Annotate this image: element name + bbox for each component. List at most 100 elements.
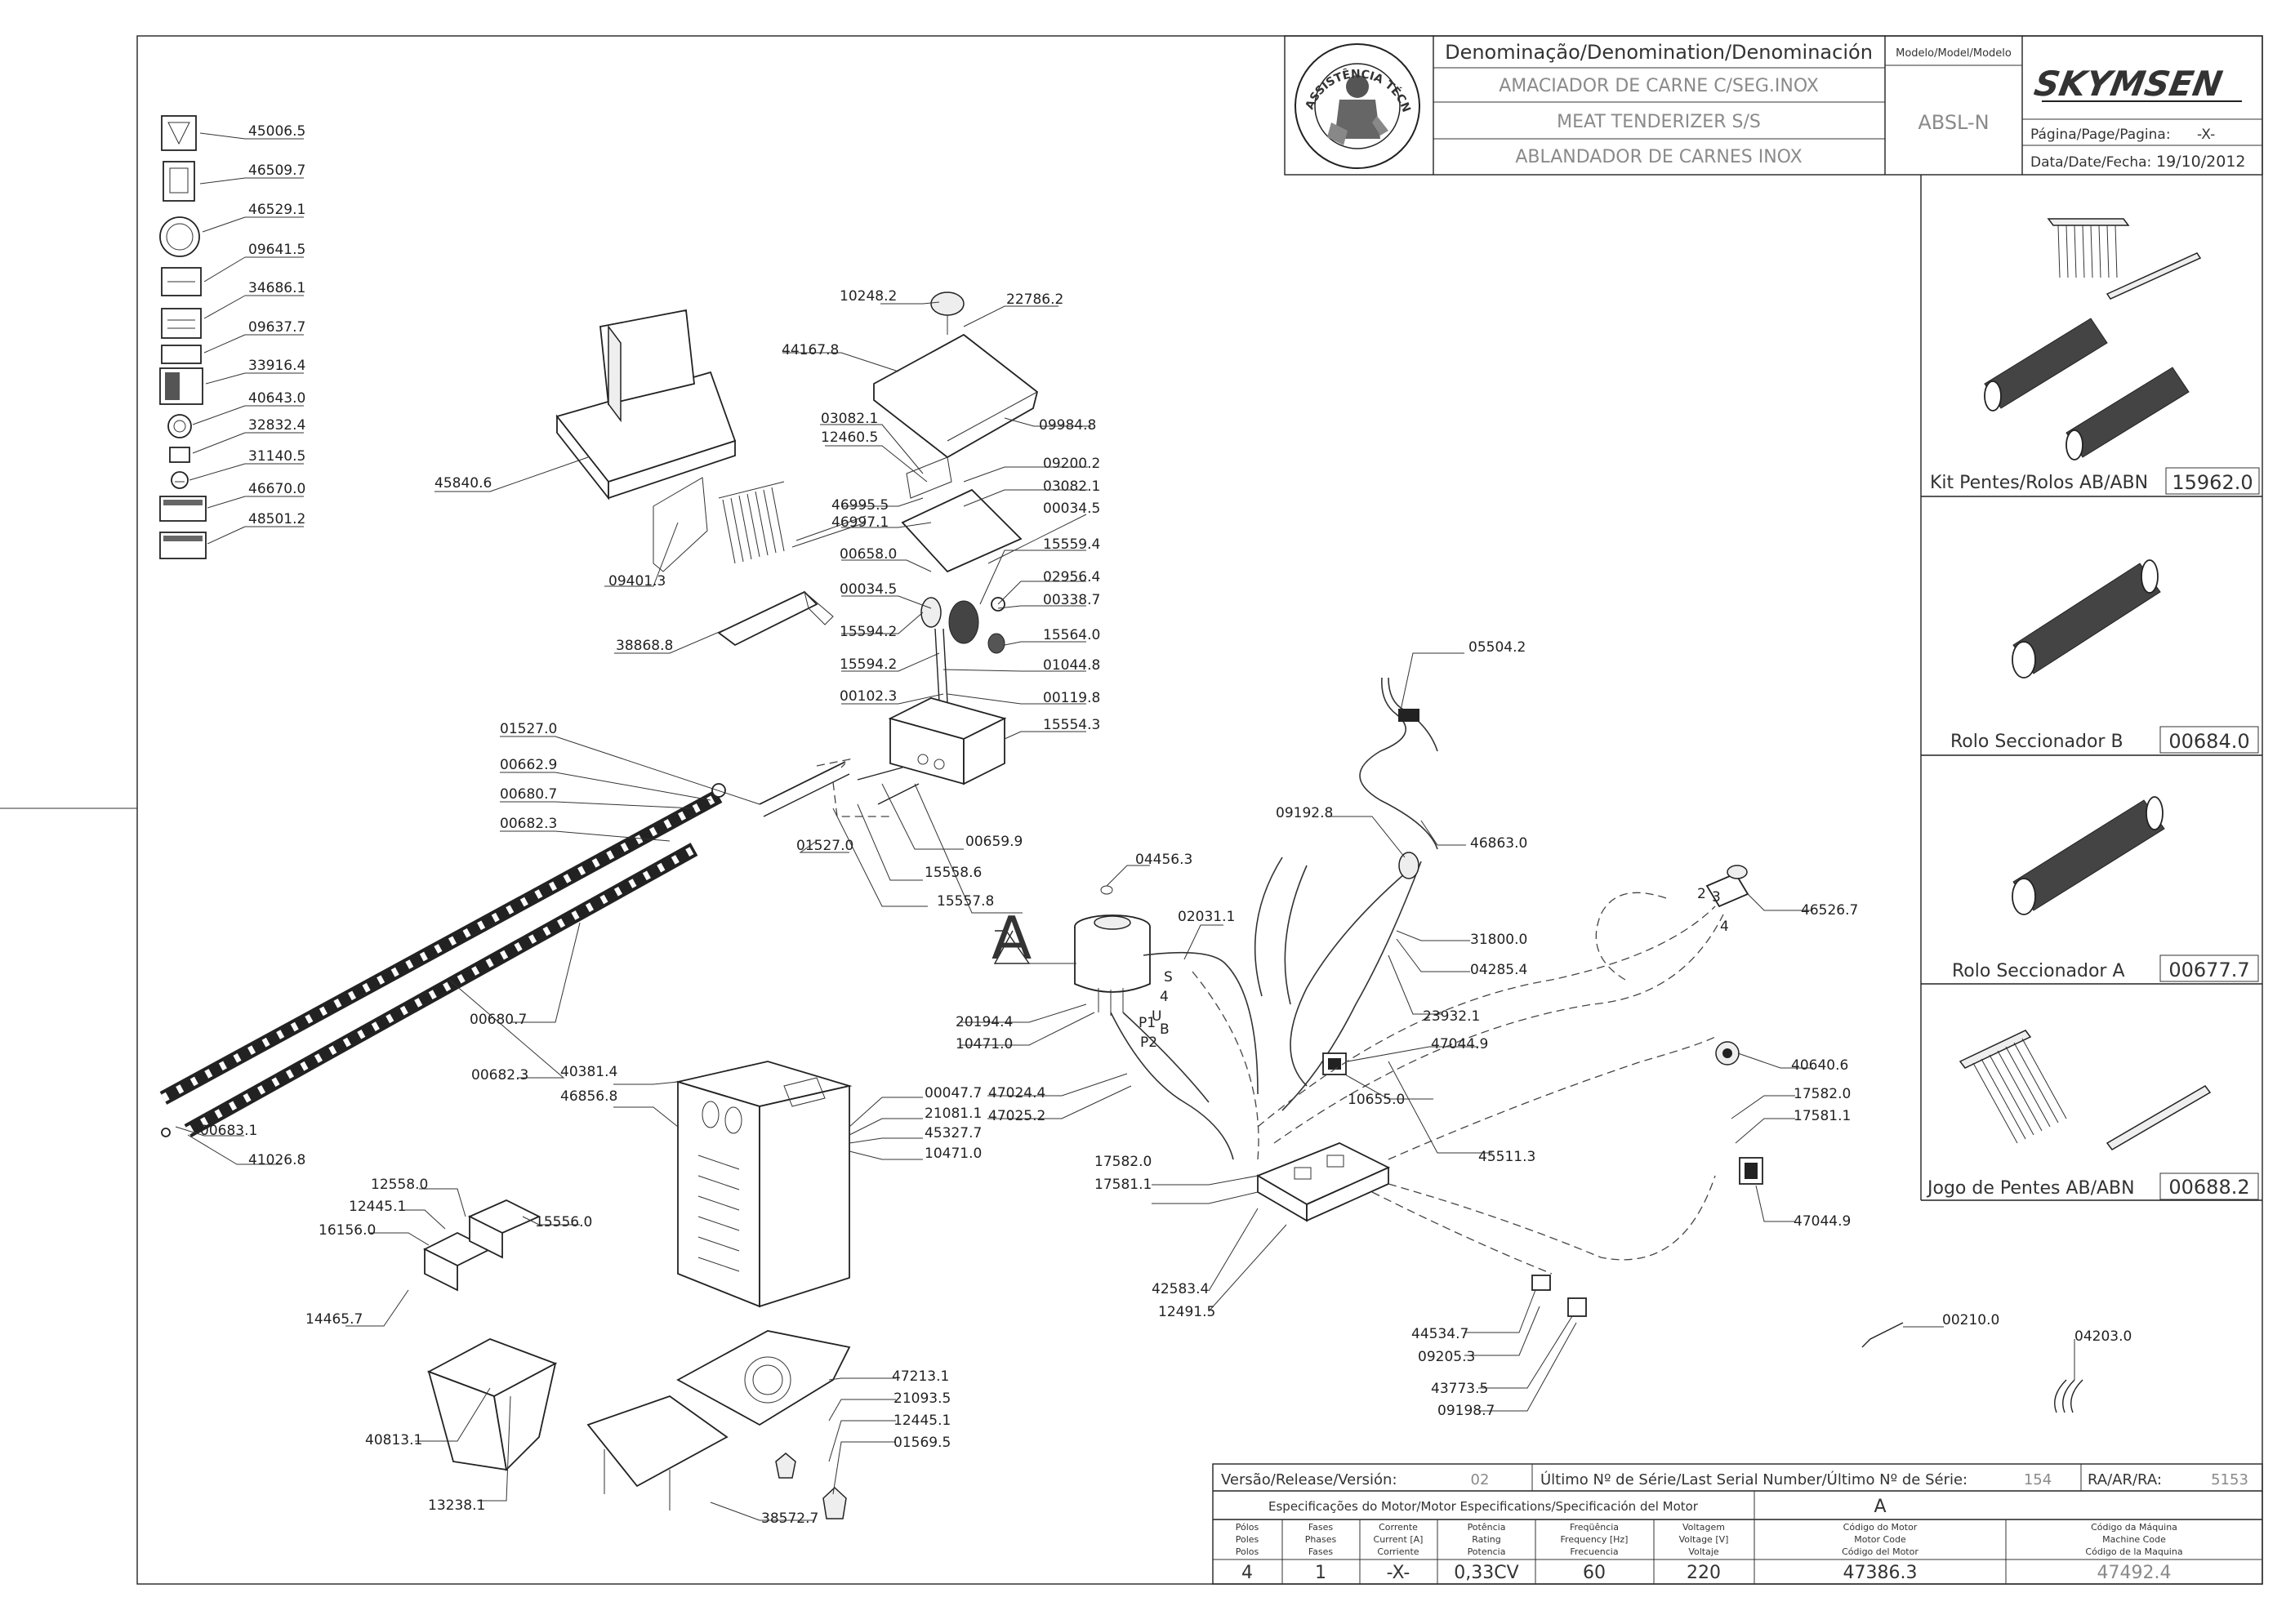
part-number-labels: 10248.2 22786.2 44167.8 09984.8 03082.1 … (200, 288, 2132, 1527)
label-stickers (159, 115, 304, 559)
part-number: 00683.1 (200, 1123, 257, 1139)
part-number: 03082.1 (821, 411, 878, 427)
col-motor-code: Código del Motor (1842, 1546, 1918, 1557)
kit-4-label: Jogo de Pentes AB/ABN (1926, 1178, 2135, 1199)
wire-mark-p1: P1 (1139, 1015, 1156, 1031)
part-number: 00034.5 (1043, 501, 1100, 517)
part-number: 12558.0 (371, 1177, 428, 1193)
roller-a-icon (2012, 796, 2165, 915)
col-voltage: Voltage [V] (1679, 1534, 1729, 1545)
part-number: 12460.5 (821, 429, 878, 446)
value-frequency: 60 (1583, 1563, 1606, 1583)
col-voltage: Voltaje (1688, 1546, 1719, 1557)
part-number: 00034.5 (840, 581, 897, 598)
wire-mark-u: U (1152, 1008, 1161, 1025)
kit-3-code: 00677.7 (2168, 959, 2249, 981)
part-number: 46995.5 (831, 497, 889, 514)
label-code: 09637.7 (248, 319, 305, 336)
kit-4-code: 00688.2 (2168, 1176, 2249, 1199)
part-number: 44167.8 (782, 342, 839, 358)
product-name-es: ABLANDADOR DE CARNES INOX (1515, 147, 1802, 167)
part-number: 15564.0 (1043, 627, 1100, 643)
version-value: 02 (1471, 1471, 1490, 1488)
part-number: 43773.5 (1431, 1381, 1488, 1397)
kit-comb-rollers-icon (1984, 218, 2202, 461)
part-number: 09192.8 (1276, 805, 1333, 821)
label-code: 31140.5 (248, 448, 305, 465)
part-number: 46997.1 (831, 514, 889, 531)
label-code: 40643.0 (248, 390, 305, 407)
wire-mark-b: B (1160, 1021, 1170, 1038)
kit-panels: Kit Pentes/Rolos AB/ABN 15962.0 Rolo Sec… (1920, 175, 2262, 1201)
label-code: 46509.7 (248, 162, 305, 179)
denomination-header: Denominação/Denomination/Denominación (1445, 41, 1873, 64)
col-voltage: Voltagem (1682, 1522, 1725, 1533)
col-motor-code: Motor Code (1854, 1534, 1906, 1545)
part-number: 01527.0 (796, 838, 853, 854)
part-number: 20194.4 (956, 1014, 1013, 1030)
product-name-en: MEAT TENDERIZER S/S (1557, 112, 1761, 132)
col-current: Corrente (1379, 1522, 1418, 1533)
col-phases: Phases (1305, 1534, 1337, 1545)
part-number: 40640.6 (1791, 1057, 1848, 1074)
part-number: 22786.2 (1006, 291, 1063, 308)
col-power: Potência (1468, 1522, 1506, 1533)
col-machine-code: Código da Máquina (2091, 1522, 2177, 1533)
part-number: 15558.6 (925, 865, 982, 881)
col-frequency: Freqüência (1570, 1522, 1619, 1533)
part-number: 00659.9 (965, 834, 1023, 850)
brand-logo: SKYMSEN (2031, 64, 2242, 104)
part-number: 05504.2 (1468, 639, 1526, 656)
part-number: 21081.1 (925, 1106, 982, 1122)
part-number: 23932.1 (1423, 1008, 1480, 1025)
value-power: 0,33CV (1454, 1563, 1518, 1583)
part-number: 38572.7 (761, 1511, 818, 1527)
label-code: 32832.4 (248, 417, 305, 434)
part-number: 40381.4 (560, 1064, 617, 1080)
part-number: 03082.1 (1043, 478, 1100, 495)
part-number: 00210.0 (1942, 1312, 1999, 1328)
page-value: -X- (2197, 127, 2215, 143)
part-number: 40813.1 (365, 1432, 422, 1448)
part-number: 00680.7 (470, 1012, 527, 1028)
part-number: 42583.4 (1152, 1281, 1209, 1297)
part-number: 00662.9 (500, 757, 557, 773)
part-number: 47024.4 (988, 1085, 1045, 1101)
col-motor-code: Código do Motor (1843, 1522, 1918, 1533)
part-number: 10248.2 (840, 288, 897, 305)
part-number: 00680.7 (500, 786, 557, 803)
part-number: 41026.8 (248, 1152, 305, 1168)
part-number: 12491.5 (1158, 1304, 1215, 1320)
col-power: Rating (1472, 1534, 1500, 1545)
part-number: 13238.1 (428, 1497, 485, 1514)
label-code: 46670.0 (248, 481, 305, 497)
part-number: 04285.4 (1470, 962, 1527, 978)
kit-2-label: Rolo Seccionador B (1950, 732, 2123, 752)
part-number: 15557.8 (937, 893, 994, 910)
col-poles: Pólos (1236, 1522, 1259, 1533)
part-number: 09200.2 (1043, 456, 1100, 472)
part-number: 12445.1 (893, 1413, 951, 1429)
part-number: 15594.2 (840, 656, 897, 673)
motor-spec-header: Especificações do Motor/Motor Especifica… (1268, 1499, 1699, 1514)
value-machine-code: 47492.4 (2097, 1563, 2172, 1583)
part-number: 09198.7 (1437, 1403, 1495, 1419)
part-number: 47044.9 (1794, 1213, 1851, 1230)
part-number: 09205.3 (1418, 1349, 1475, 1365)
motor-spec-table: Versão/Release/Versión: 02 Último Nº de … (1212, 1463, 2263, 1585)
serial-label: Último Nº de Série/Last Serial Number/Úl… (1540, 1470, 1967, 1488)
roller-b-icon (2012, 559, 2161, 679)
part-number: 46863.0 (1470, 835, 1527, 852)
wire-mark-4: 4 (1160, 989, 1169, 1005)
col-power: Potencia (1468, 1546, 1506, 1557)
label-code: 34686.1 (248, 280, 305, 296)
part-number: 47213.1 (892, 1368, 949, 1385)
svg-text:ASSISTÊNCIA TÉCNICA AUTORIZADA: ASSISTÊNCIA TÉCNICA AUTORIZADA (0, 0, 1413, 114)
ra-label: RA/AR/RA: (2088, 1471, 2162, 1488)
kit-3-label: Rolo Seccionador A (1952, 961, 2125, 981)
part-number: 01044.8 (1043, 657, 1100, 674)
part-number: 00102.3 (840, 688, 897, 705)
part-number: 01527.0 (500, 721, 557, 737)
mechanical-assembly (159, 291, 1151, 1519)
